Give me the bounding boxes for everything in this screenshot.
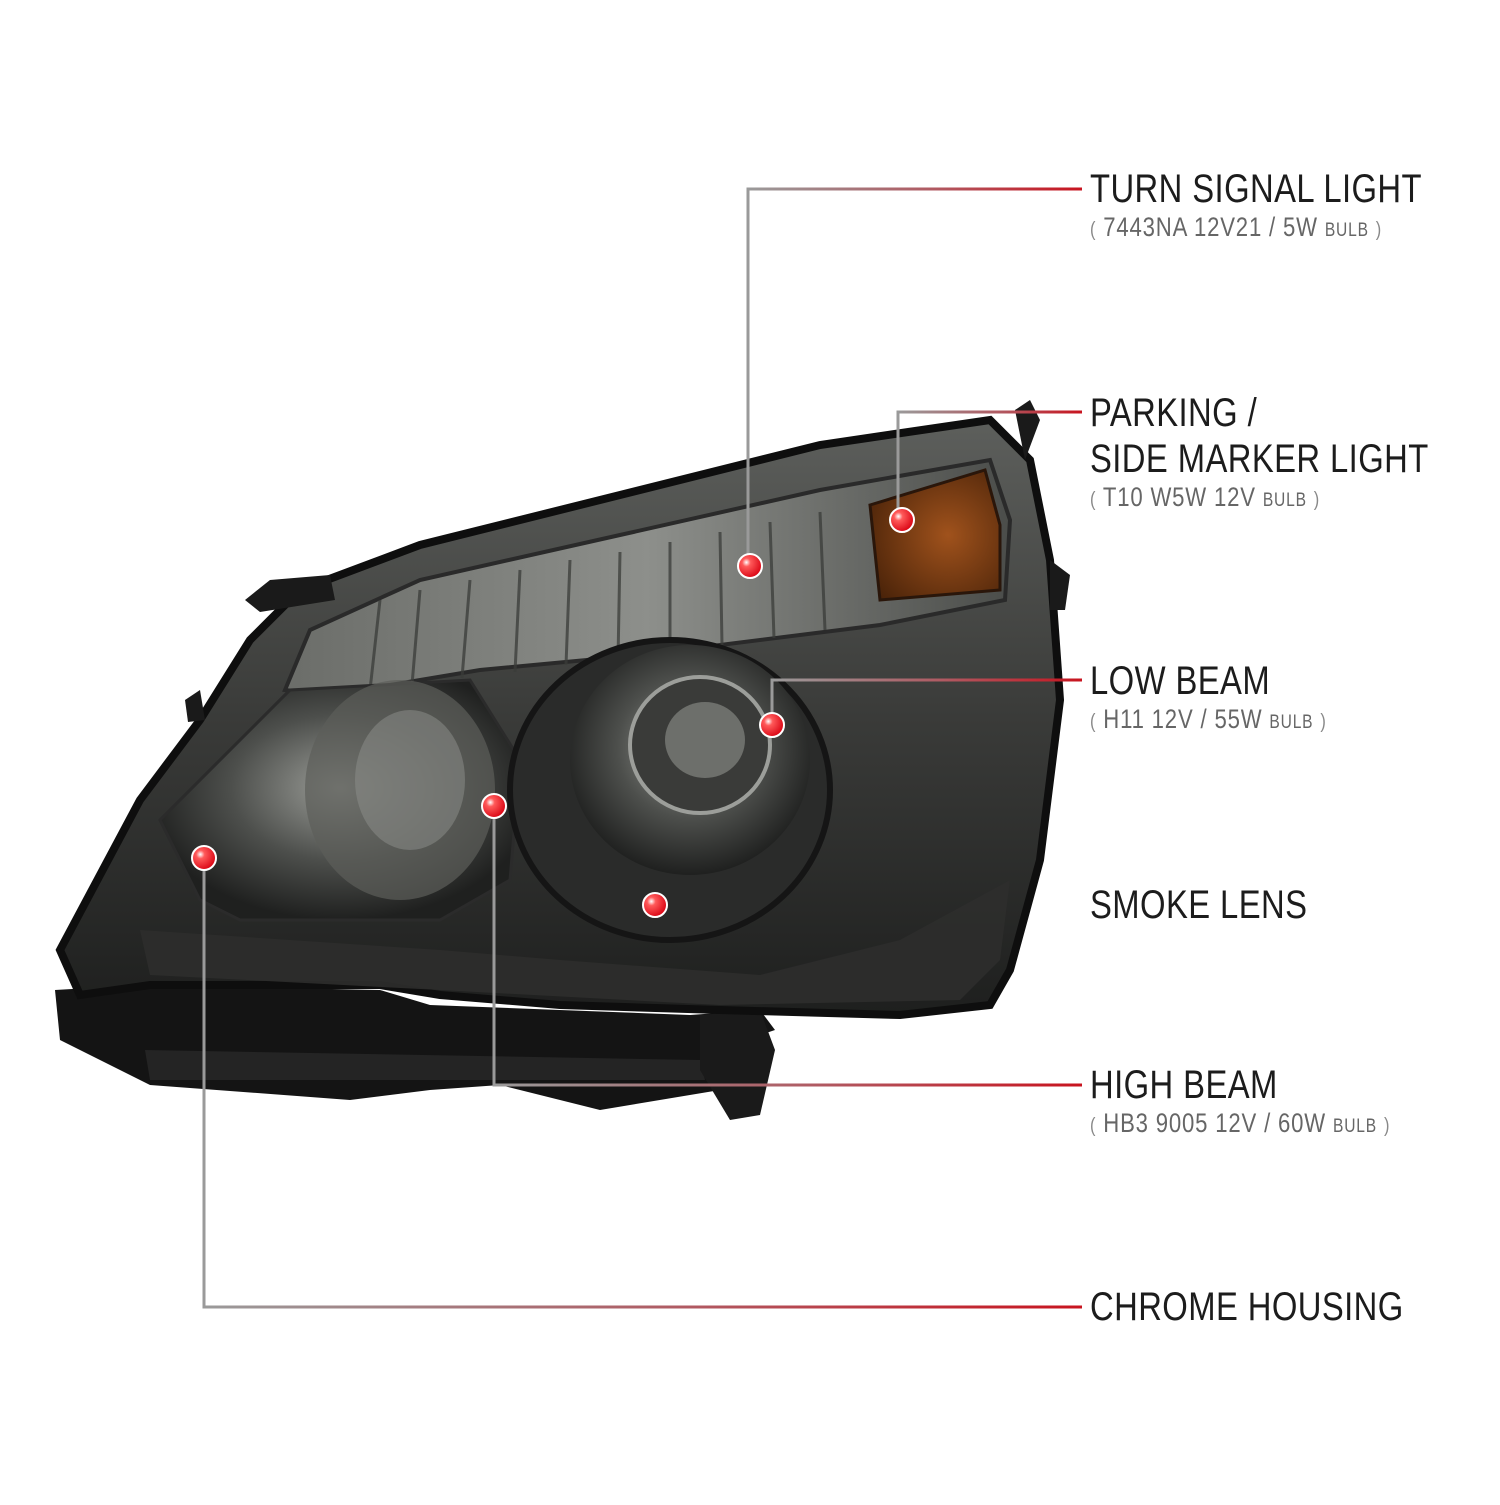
callout-title: HIGH BEAM (1090, 1063, 1278, 1107)
callout-high-beam: HIGH BEAM ( HB3 9005 12V / 60W BULB ) (1090, 1062, 1456, 1142)
leader-line-turn-signal (746, 187, 1082, 565)
marker-high-beam (481, 793, 507, 819)
leader-lines (202, 187, 1082, 1309)
spec-text: 7443NA 12V21 / 5W (1103, 212, 1318, 242)
callout-title: SMOKE LENS (1090, 883, 1308, 927)
marker-turn-signal (737, 553, 763, 579)
marker-low-beam (759, 712, 785, 738)
headlight-body (55, 400, 1070, 1120)
spec-text: H11 12V / 55W (1103, 704, 1263, 734)
leader-line-chrome-housing (202, 858, 1082, 1309)
callout-spec: ( 7443NA 12V21 / 5W BULB ) (1090, 212, 1383, 242)
callout-title: TURN SIGNAL LIGHT (1090, 167, 1422, 211)
leader-line-low-beam (770, 678, 1082, 725)
bulb-text: BULB (1324, 220, 1369, 241)
marker-smoke-lens (642, 892, 668, 918)
callout-spec: ( HB3 9005 12V / 60W BULB ) (1090, 1108, 1391, 1138)
bulb-text: BULB (1269, 712, 1314, 733)
callout-smoke-lens: SMOKE LENS (1090, 882, 1355, 928)
spec-text: T10 W5W 12V (1102, 482, 1256, 512)
spec-text: HB3 9005 12V / 60W (1103, 1108, 1327, 1138)
leader-line-high-beam (492, 806, 1082, 1087)
callout-title-line2: SIDE MARKER LIGHT (1090, 437, 1429, 481)
callout-title: LOW BEAM (1090, 659, 1271, 703)
callout-spec: ( H11 12V / 55W BULB ) (1090, 704, 1327, 734)
callout-chrome-housing: CHROME HOUSING (1090, 1284, 1473, 1330)
callout-parking: PARKING / SIDE MARKER LIGHT ( T10 W5W 12… (1090, 390, 1500, 516)
leader-line-parking (896, 410, 1082, 520)
callout-low-beam: LOW BEAM ( H11 12V / 55W BULB ) (1090, 658, 1379, 738)
callout-markers (191, 507, 915, 918)
callout-spec: ( T10 W5W 12V BULB ) (1090, 482, 1321, 512)
marker-chrome-housing (191, 845, 217, 871)
marker-parking (889, 507, 915, 533)
bulb-text: BULB (1333, 1116, 1377, 1137)
callout-turn-signal: TURN SIGNAL LIGHT ( 7443NA 12V21 / 5W BU… (1090, 166, 1495, 246)
callout-title: PARKING / (1090, 391, 1258, 435)
callout-title: CHROME HOUSING (1090, 1285, 1404, 1329)
bulb-text: BULB (1262, 490, 1307, 511)
